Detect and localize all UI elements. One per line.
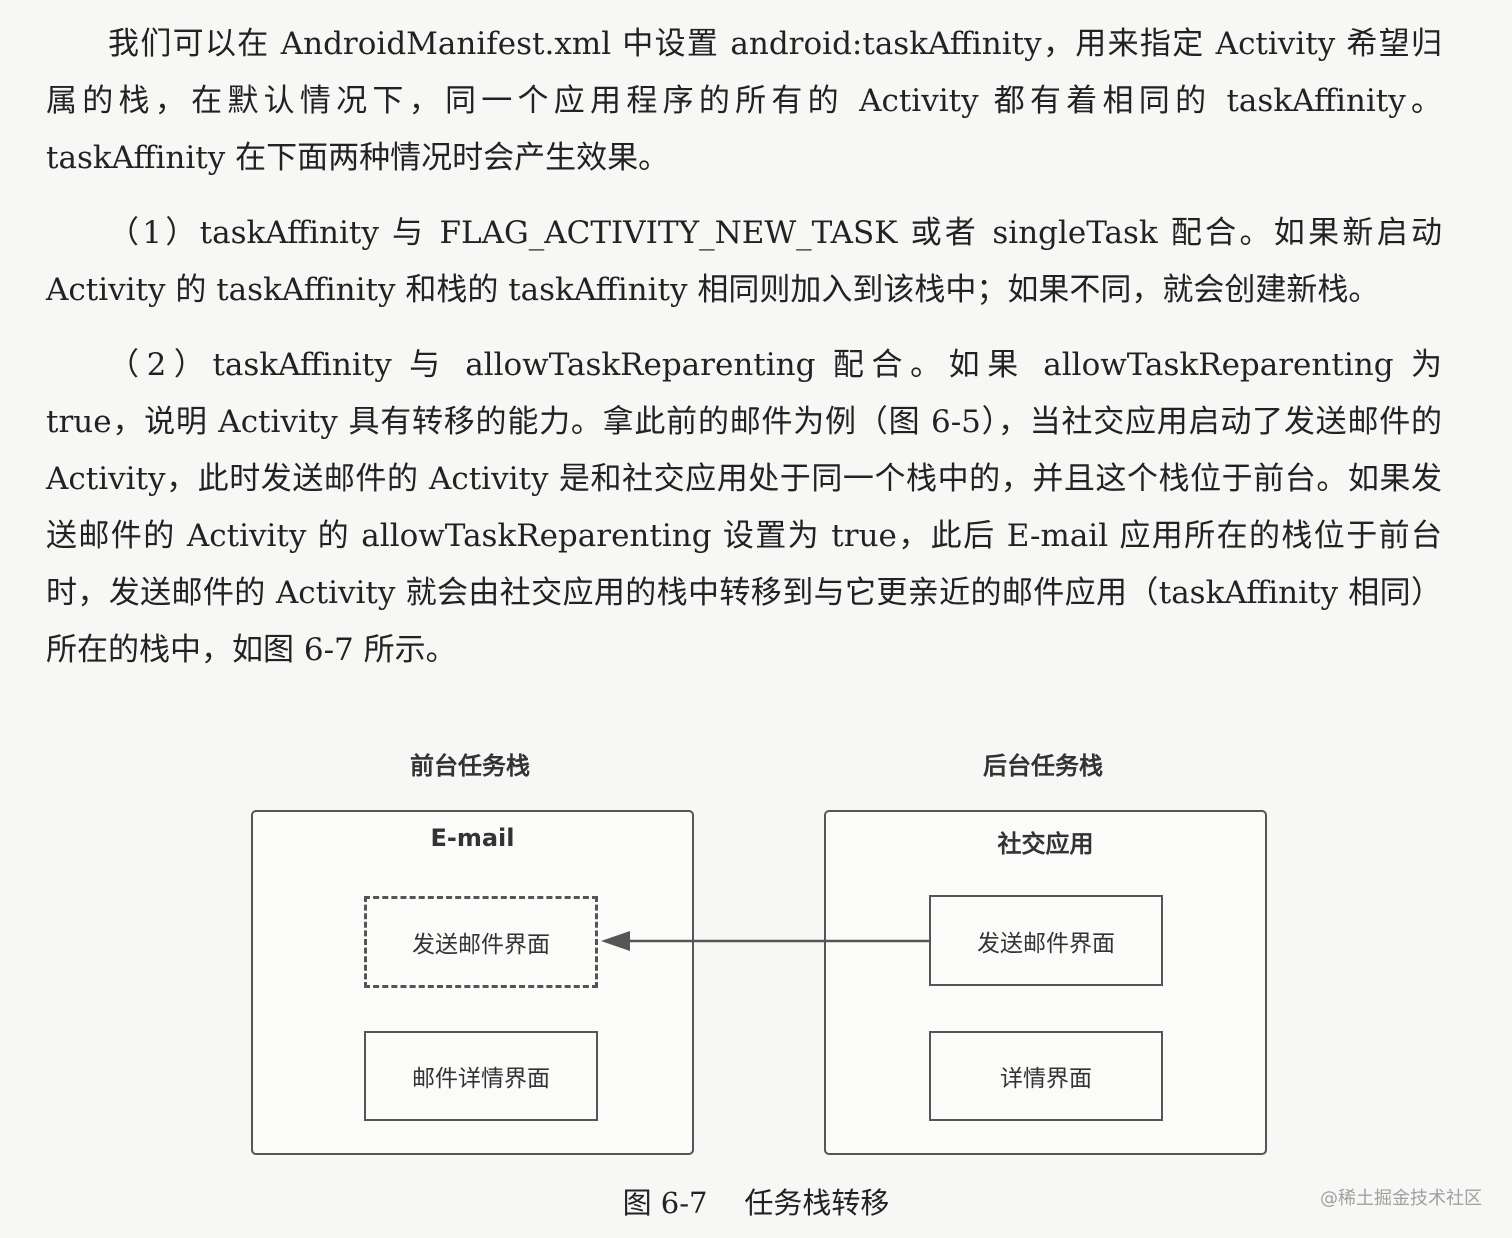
detail-activity: 详情界面 — [929, 1031, 1163, 1121]
background-stack-name: 社交应用 — [997, 830, 1094, 858]
mail-detail-activity: 邮件详情界面 — [364, 1031, 598, 1121]
watermark: @稀土掘金技术社区 — [1320, 1188, 1482, 1209]
moved-send-mail-activity: 发送邮件界面 — [364, 896, 598, 988]
send-mail-activity: 发送邮件界面 — [929, 895, 1163, 986]
body-text: 我们可以在 AndroidManifest.xml 中设置 android:ta… — [46, 16, 1442, 679]
figure-caption: 图 6-7 任务栈转移 — [622, 1186, 890, 1220]
foreground-stack-title: 前台任务栈 — [410, 752, 530, 780]
background-stack-title: 后台任务栈 — [983, 752, 1103, 780]
paragraph-intro: 我们可以在 AndroidManifest.xml 中设置 android:ta… — [46, 26, 1442, 176]
paragraph-case-1: （1）taskAffinity 与 FLAG_ACTIVITY_NEW_TASK… — [46, 215, 1442, 308]
paragraph-case-2: （2）taskAffinity 与 allowTaskReparenting 配… — [46, 347, 1442, 668]
foreground-stack-name: E-mail — [430, 824, 515, 852]
arrow-head — [601, 931, 630, 951]
